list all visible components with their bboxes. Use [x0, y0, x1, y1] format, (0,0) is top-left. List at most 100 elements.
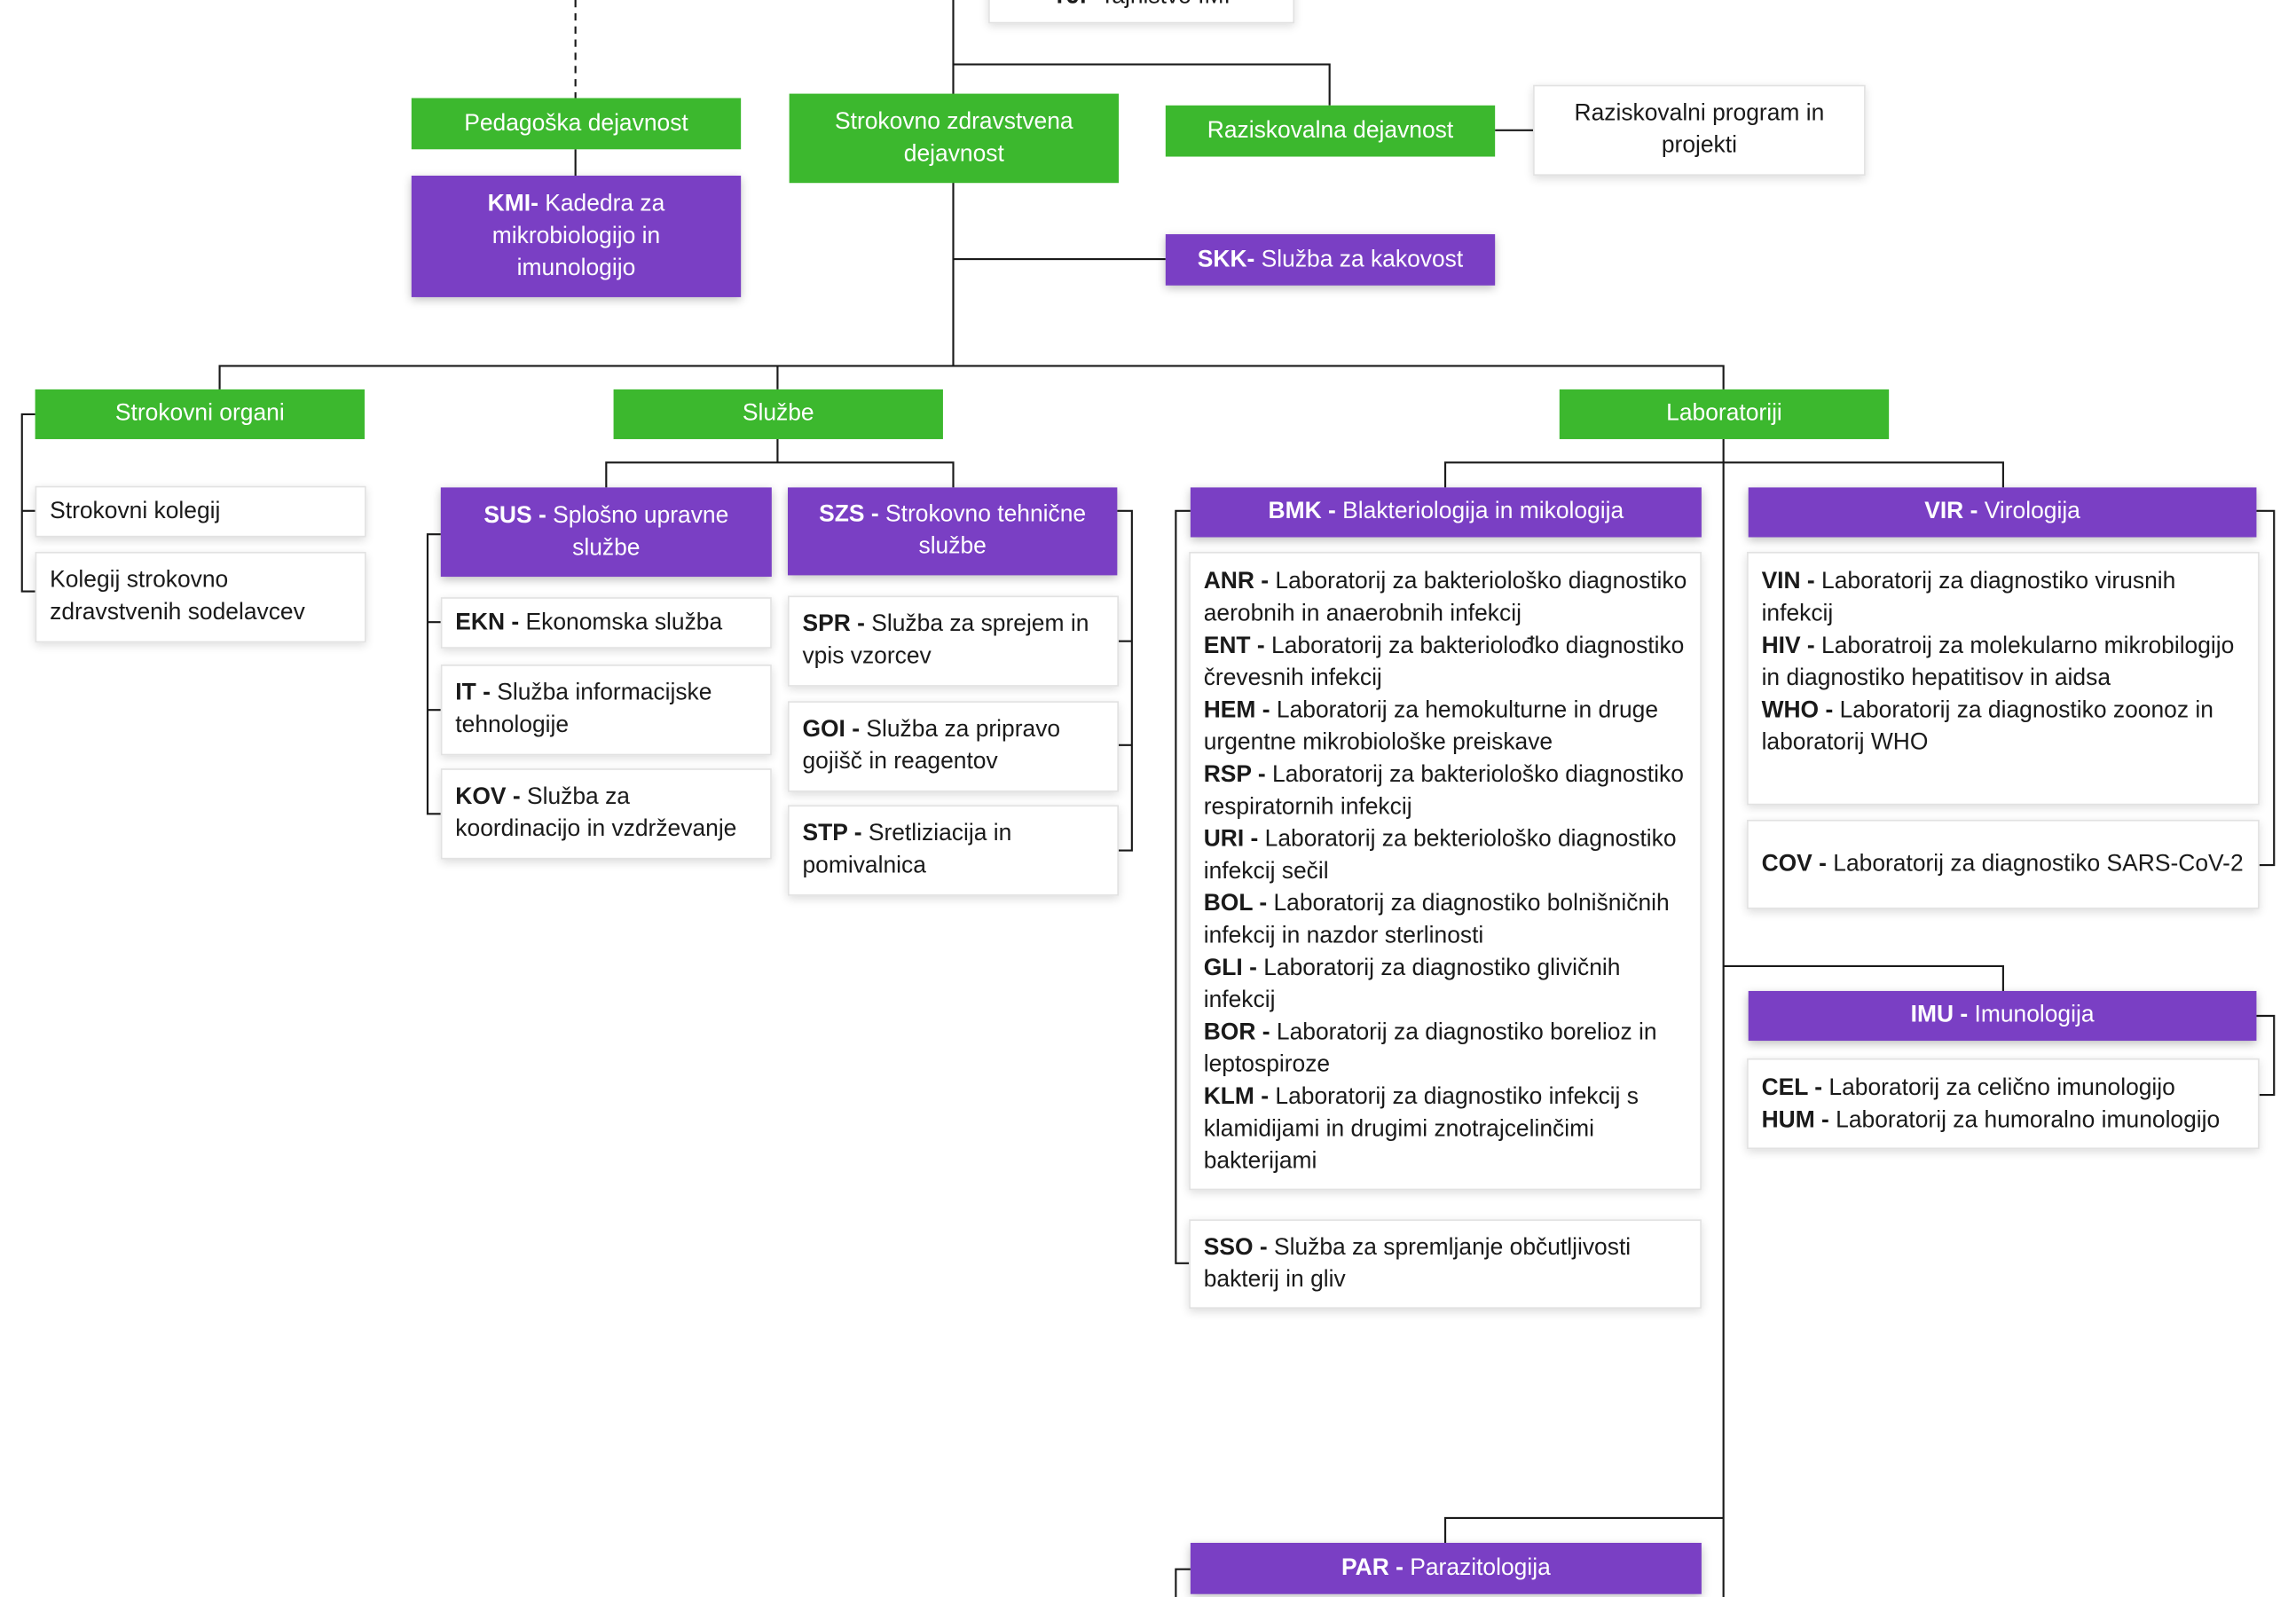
- cel-code: CEL -: [1761, 1075, 1829, 1101]
- vir-label: Virologija: [1984, 499, 2080, 524]
- pedagogical-activity-label: Pedagoška dejavnost: [464, 110, 688, 136]
- research-activity-label: Raziskovalna dejavnost: [1207, 117, 1454, 143]
- professional-bodies-node: Strokovni organi: [35, 389, 365, 439]
- spr-node: SPR - Služba za sprejem in vpis vzorcev: [787, 595, 1119, 687]
- cov-code: COV -: [1761, 851, 1834, 877]
- sso-node: SSO - Služba za spremljanje občutljivost…: [1189, 1219, 1702, 1309]
- uri-code: URI -: [1203, 827, 1265, 853]
- it-node: IT - Služba informacijske tehnologije: [440, 665, 772, 756]
- list-item: ENT - Laboratorij za bakteriolođko diagn…: [1204, 631, 1687, 696]
- bmk-labs-list: ANR - Laboratorij za bakteriološko diagn…: [1189, 551, 1702, 1191]
- anr-label: Laboratorij za bakteriološko diagnostiko…: [1203, 569, 1687, 627]
- cov-label: Laboratorij za diagnostiko SARS-CoV-2: [1833, 851, 2244, 877]
- stp-code: STP -: [802, 821, 869, 846]
- research-program-label: Raziskovalni program in projekti: [1574, 100, 1825, 159]
- skk-label: Služba za kakovost: [1254, 247, 1464, 272]
- goi-node: GOI - Služba za pripravo gojišč in reage…: [787, 701, 1119, 792]
- research-activity-node: Raziskovalna dejavnost: [1165, 105, 1496, 157]
- list-item: KLM - Laboratorij za diagnostiko infekci…: [1204, 1082, 1687, 1178]
- list-item: GLI - Laboratorij za diagnostiko glivičn…: [1204, 953, 1687, 1018]
- quality-service-node: SKK- Služba za kakovost: [1165, 233, 1496, 286]
- cov-node: COV - Laboratorij za diagnostiko SARS-Co…: [1747, 819, 2260, 909]
- imu-label: Imunologija: [1974, 1003, 2095, 1028]
- goi-code: GOI -: [802, 717, 867, 743]
- list-item: HUM - Laboratorij za humoralno imunologi…: [1762, 1105, 2245, 1137]
- anr-code: ANR -: [1203, 569, 1276, 594]
- stp-node: STP - Sretliziacija in pomivalnica: [787, 805, 1119, 896]
- pedagogical-activity-node: Pedagoška dejavnost: [411, 98, 742, 150]
- klm-label: Laboratorij za diagnostiko infekcij s kl…: [1203, 1084, 1639, 1175]
- kmi-label: Kadedra za mikrobiologijo in imunologijo: [491, 191, 665, 280]
- uri-label: Laboratorij za bekteriološko diagnostiko…: [1203, 827, 1677, 885]
- list-item: WHO - Laboratorij za diagnostiko zoonoz …: [1762, 696, 2245, 760]
- imu-node: IMU - Imunologija: [1748, 990, 2257, 1042]
- vir-code: VIR -: [1924, 499, 1985, 524]
- list-item: BOR - Laboratorij za diagnostiko borelio…: [1204, 1018, 1687, 1082]
- laboratories-label: Laboratoriji: [1666, 401, 1782, 427]
- spr-code: SPR -: [802, 611, 872, 637]
- ekn-label: Ekonomska služba: [525, 610, 723, 635]
- rsp-code: RSP -: [1203, 762, 1273, 788]
- bol-code: BOL -: [1203, 891, 1274, 917]
- list-item: HEM - Laboratorij za hemokulturne in dru…: [1204, 696, 1687, 760]
- kov-code: KOV -: [455, 784, 528, 810]
- research-program-node: Raziskovalni program in projekti: [1533, 84, 1866, 176]
- goi-label: Služba za pripravo gojišč in reagentov: [802, 717, 1061, 775]
- ekn-node: EKN - Ekonomska služba: [440, 597, 772, 649]
- sso-code: SSO -: [1203, 1234, 1274, 1260]
- hum-label: Laboratorij za humoralno imunologijo: [1836, 1107, 2221, 1133]
- hem-code: HEM -: [1203, 697, 1277, 724]
- sus-label: Splošno upravne službe: [553, 502, 729, 561]
- hum-code: HUM -: [1761, 1107, 1836, 1133]
- ent-label: Laboratorij za bakteriolođko diagnostiko…: [1203, 633, 1685, 691]
- sso-label: Služba za spremljanje občutljivosti bakt…: [1203, 1234, 1632, 1293]
- health-associates-board-label: Kolegij strokovno zdravstvenih sodelavce…: [50, 568, 305, 625]
- list-item: CEL - Laboratorij za celično imunologijo: [1762, 1073, 2245, 1105]
- list-item: VIN - Laboratorij za diagnostiko virusni…: [1762, 566, 2245, 631]
- skk-code: SKK-: [1197, 247, 1255, 272]
- list-item: ANR - Laboratorij za bakteriološko diagn…: [1204, 566, 1687, 631]
- stp-label: Sretliziacija in pomivalnica: [802, 821, 1012, 878]
- list-item: HIV - Laboratroij za molekularno mikrobi…: [1762, 631, 2245, 696]
- klm-code: KLM -: [1203, 1084, 1276, 1110]
- bor-code: BOR -: [1203, 1019, 1277, 1045]
- kov-label: Služba za koordinacijo in vzdrževanje: [455, 784, 737, 842]
- vin-code: VIN -: [1761, 569, 1822, 594]
- services-node: Službe: [613, 389, 943, 439]
- secretariat-box: TJI- Tajništvo IMI: [988, 0, 1295, 24]
- health-associates-board-node: Kolegij strokovno zdravstvenih sodelavce…: [35, 551, 366, 643]
- bor-label: Laboratorij za diagnostiko borelioz in l…: [1203, 1019, 1657, 1078]
- it-label: Služba informacijske tehnologije: [455, 680, 712, 738]
- it-code: IT -: [455, 680, 498, 706]
- hiv-label: Laboratroij za molekularno mikrobilogijo…: [1761, 633, 2235, 691]
- hiv-code: HIV -: [1761, 633, 1822, 659]
- list-item: BOL - Laboratorij za diagnostiko bolnišn…: [1204, 888, 1687, 953]
- vir-node: VIR - Virologija: [1748, 487, 2257, 538]
- secretariat-code: TJI-: [1052, 0, 1094, 9]
- spr-label: Služba za sprejem in vpis vzorcev: [802, 611, 1089, 669]
- ent-code: ENT -: [1203, 633, 1272, 659]
- imu-code: IMU -: [1910, 1003, 1975, 1028]
- professional-board-label: Strokovni kolegij: [50, 498, 221, 523]
- bol-label: Laboratorij za diagnostiko bolnišničnih …: [1203, 891, 1670, 949]
- bmk-code: BMK -: [1268, 499, 1343, 524]
- szs-code: SZS -: [819, 501, 886, 527]
- secretariat-label: Tajništvo IMI: [1094, 0, 1231, 9]
- professional-health-activity-label: Strokovno zdravstvena dejavnost: [834, 108, 1073, 167]
- cel-label: Laboratorij za celično imunologijo: [1828, 1075, 2175, 1101]
- professional-board-node: Strokovni kolegij: [35, 485, 366, 538]
- who-code: WHO -: [1761, 697, 1840, 724]
- kmi-department-node: KMI- Kadedra za mikrobiologijo in imunol…: [411, 175, 742, 297]
- par-code: PAR -: [1341, 1554, 1411, 1581]
- par-node: PAR - Parazitologija: [1190, 1542, 1702, 1594]
- laboratories-node: Laboratoriji: [1559, 389, 1890, 439]
- imu-labs-list: CEL - Laboratorij za celično imunologijo…: [1747, 1058, 2260, 1150]
- szs-label: Strokovno tehnične službe: [885, 501, 1087, 560]
- hem-label: Laboratorij za hemokulturne in druge urg…: [1203, 697, 1659, 756]
- kov-node: KOV - Služba za koordinacijo in vzdrževa…: [440, 768, 772, 860]
- ekn-code: EKN -: [455, 610, 526, 635]
- who-label: Laboratorij za diagnostiko zoonoz in lab…: [1761, 697, 2213, 756]
- kmi-code: KMI-: [487, 191, 539, 216]
